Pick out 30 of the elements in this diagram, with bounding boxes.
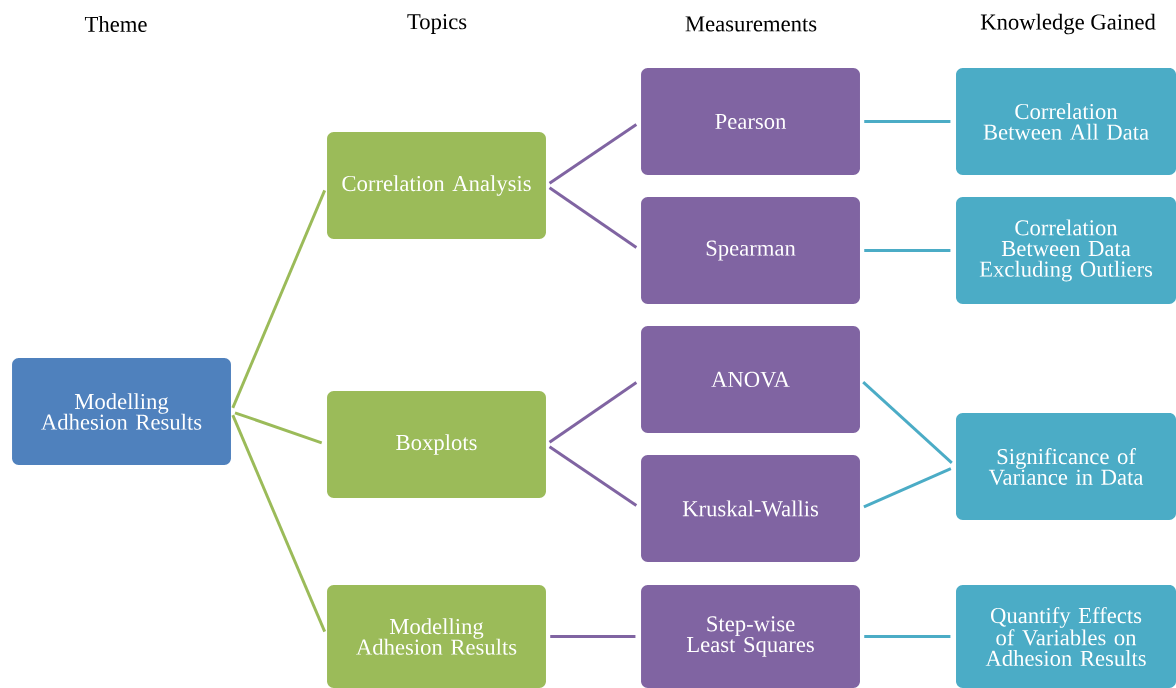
column-heading: Theme <box>84 16 147 32</box>
process-box: ANOVA <box>641 326 860 433</box>
connector-line <box>862 381 953 464</box>
column-heading: Topics <box>407 14 467 34</box>
process-box: Kruskal-Wallis <box>641 455 860 562</box>
connector-line <box>864 120 951 123</box>
process-box: Pearson <box>641 68 860 175</box>
connector-line <box>548 123 638 185</box>
connector-line <box>548 445 638 507</box>
process-box: Modelling Adhesion Results <box>327 585 546 688</box>
connector-line <box>864 249 951 252</box>
column-heading: Knowledge Gained <box>980 13 1156 35</box>
connector-line <box>550 635 636 638</box>
process-box: Quantify Effects of Variables on Adhesion Results <box>956 585 1176 688</box>
connector-line <box>231 189 327 409</box>
connector-line <box>548 186 638 249</box>
process-box: Correlation Analysis <box>327 132 546 239</box>
process-box: Step-wise Least Squares <box>641 585 860 688</box>
connector-line <box>863 467 952 509</box>
connector-line <box>234 411 323 445</box>
process-box: Correlation Between All Data <box>956 68 1176 175</box>
process-box: Spearman <box>641 197 860 304</box>
connector-line <box>864 635 951 638</box>
column-heading: Measurements <box>685 16 817 32</box>
process-box: Correlation Between Data Excluding Outliers <box>956 197 1176 304</box>
process-box: Boxplots <box>327 391 546 498</box>
connector-line <box>231 414 327 633</box>
process-box: Significance of Variance in Data <box>956 413 1176 520</box>
process-box: Modelling Adhesion Results <box>12 358 231 465</box>
connector-line <box>548 381 638 444</box>
